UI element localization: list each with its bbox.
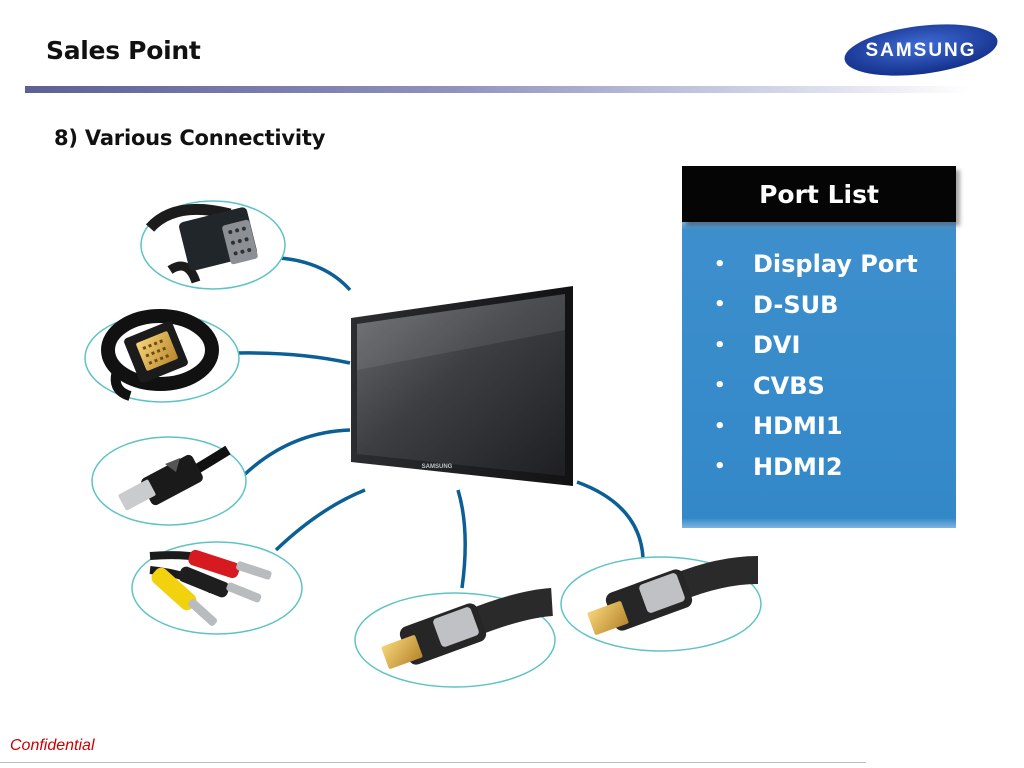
port-item-cvbs: • CVBS <box>714 366 918 407</box>
rca-connector-icon <box>131 541 303 635</box>
confidential-label: Confidential <box>10 737 95 754</box>
vga-connector-icon <box>140 200 286 290</box>
bullet-icon: • <box>714 375 726 397</box>
port-item-hdmi1: • HDMI1 <box>714 406 918 447</box>
bullet-icon: • <box>714 294 726 316</box>
dvi-connector-icon <box>84 309 240 403</box>
port-label: CVBS <box>753 371 825 400</box>
port-item-display-port: • Display Port <box>714 244 918 285</box>
port-list-header: Port List <box>682 166 956 222</box>
monitor-brand-text: SAMSUNG <box>422 464 453 470</box>
port-list: • Display Port • D-SUB • DVI • CVBS • HDMI1 •… <box>714 244 918 487</box>
bullet-icon: • <box>714 334 726 356</box>
port-label: D-SUB <box>753 290 839 319</box>
port-label: HDMI1 <box>753 412 843 441</box>
bullet-icon: • <box>714 415 726 437</box>
title-underline <box>25 86 970 93</box>
port-list-body: • Display Port • D-SUB • DVI • CVBS • HDMI1 •… <box>682 222 956 528</box>
port-label: Display Port <box>753 250 918 279</box>
cable-lines <box>237 256 645 589</box>
bullet-icon: • <box>714 253 726 275</box>
port-item-dvi: • DVI <box>714 325 918 366</box>
port-label: DVI <box>753 331 801 360</box>
port-item-d-sub: • D-SUB <box>714 285 918 326</box>
hdmi-connector-icon <box>354 588 556 688</box>
bullet-icon: • <box>714 456 726 478</box>
samsung-logo: SAMSUNG <box>844 24 998 76</box>
section-subtitle: 8) Various Connectivity <box>54 126 326 150</box>
monitor-display: SAMSUNG <box>351 286 573 486</box>
port-list-panel: Port List • Display Port • D-SUB • DVI • CVB… <box>682 166 956 528</box>
footer-divider <box>0 762 866 763</box>
logo-text: SAMSUNG <box>865 40 976 61</box>
slide-title: Sales Point <box>46 36 201 65</box>
hdmi-connector-icon <box>560 556 762 652</box>
port-item-hdmi2: • HDMI2 <box>714 447 918 488</box>
port-label: HDMI2 <box>753 452 843 481</box>
displayport-connector-icon <box>91 436 247 526</box>
